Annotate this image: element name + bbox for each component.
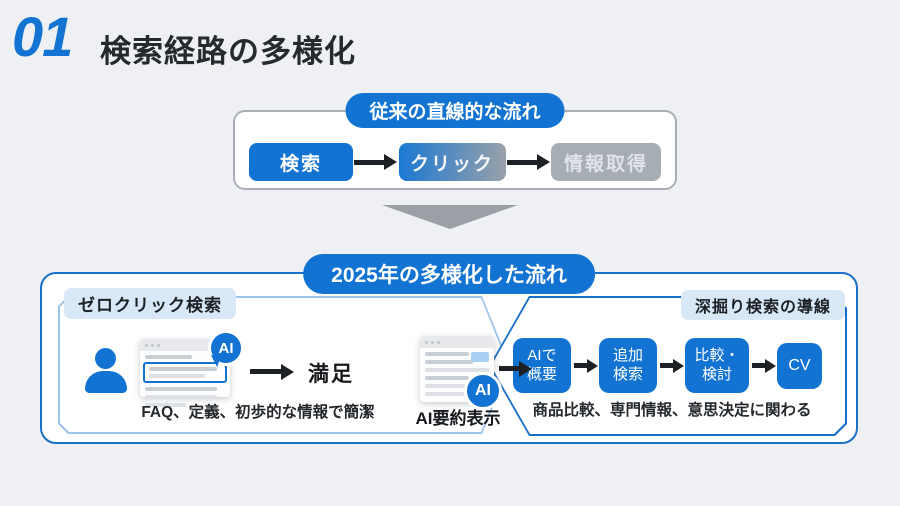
arrow-right-icon xyxy=(354,159,385,165)
ai-badge: AI xyxy=(464,372,502,410)
step-information: 情報取得 xyxy=(551,143,661,181)
answer-chip xyxy=(471,352,489,362)
deep-dive-caption: 商品比較、専門情報、意思決定に関わる xyxy=(532,402,812,419)
deep-dive-steps: AIで 概要 追加 検索 比較・ 検討 CV xyxy=(513,338,822,393)
section-number: 01 xyxy=(12,5,73,68)
traditional-flow-title: 従来の直線的な流れ xyxy=(345,93,565,128)
arrow-right-icon xyxy=(660,363,673,368)
text-line-placeholder xyxy=(425,360,474,364)
browser-window-icon xyxy=(140,339,230,407)
highlighted-result xyxy=(143,362,227,383)
deep-dive-panel: 深掘り検索の導線 AIで 概要 追加 検索 比較・ 検討 CV 商品比較、専門情… xyxy=(489,290,847,436)
zero-click-label: ゼロクリック検索 xyxy=(64,288,236,319)
step-click: クリック xyxy=(398,143,506,181)
page-title: 検索経路の多様化 xyxy=(100,34,356,69)
arrow-right-icon xyxy=(506,159,537,165)
text-line-placeholder xyxy=(425,368,491,372)
text-line-placeholder xyxy=(425,392,466,396)
ai-summary-label: AI要約表示 xyxy=(415,409,501,428)
text-line-placeholder xyxy=(145,387,217,391)
text-line-placeholder xyxy=(425,384,491,388)
outcome-text: 満足 xyxy=(308,363,354,386)
step-compare-consider: 比較・ 検討 xyxy=(685,338,749,393)
text-line-placeholder xyxy=(145,395,217,399)
text-line-placeholder xyxy=(425,376,470,380)
text-line-placeholder xyxy=(145,355,192,359)
chevron-down-icon xyxy=(382,205,518,229)
deep-dive-label: 深掘り検索の導線 xyxy=(680,290,845,320)
arrow-right-icon xyxy=(250,369,281,374)
arrow-right-icon xyxy=(499,366,519,371)
text-line-placeholder xyxy=(145,403,186,407)
modern-flow-title: 2025年の多様化した流れ xyxy=(303,254,595,294)
arrow-right-icon xyxy=(752,363,765,368)
step-additional-search: 追加 検索 xyxy=(599,338,657,393)
ai-summary-browser-icon: AI xyxy=(420,336,502,410)
text-line-placeholder xyxy=(425,352,470,356)
arrow-right-icon xyxy=(574,363,587,368)
step-conversion: CV xyxy=(777,342,822,389)
browser-titlebar xyxy=(420,336,494,348)
traditional-flow-panel: 従来の直線的な流れ 検索 クリック 情報取得 xyxy=(233,93,677,190)
modern-flow-panel: 2025年の多様化した流れ ゼロクリック検索 xyxy=(40,254,858,444)
traditional-flow-steps: 検索 クリック 情報取得 xyxy=(249,143,661,181)
ai-badge: AI xyxy=(208,330,244,366)
person-icon xyxy=(85,348,127,393)
zero-click-caption: FAQ、定義、初歩的な情報で簡潔 xyxy=(141,404,375,421)
step-search: 検索 xyxy=(249,143,353,181)
